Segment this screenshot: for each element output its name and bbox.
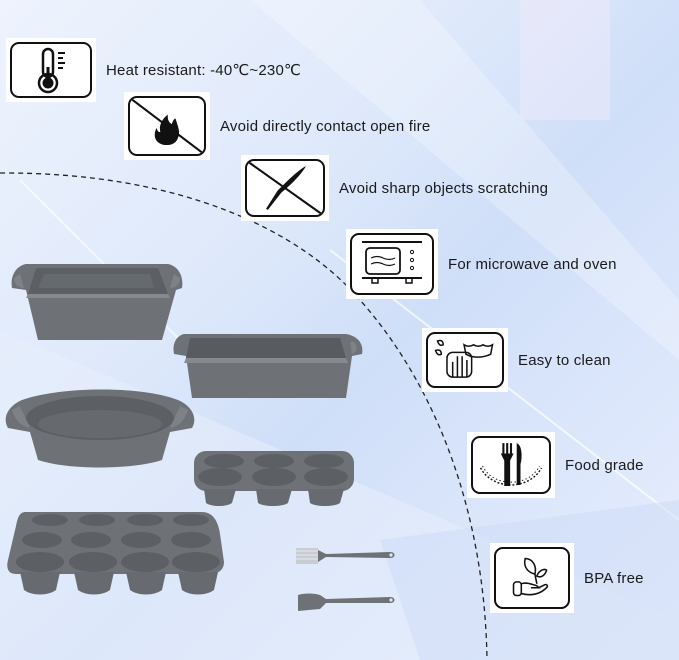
microwave-icon (350, 233, 434, 295)
hand-wash-icon (426, 332, 504, 388)
6-cup-muffin-pan (194, 451, 354, 506)
feature-label: Avoid sharp objects scratching (339, 179, 549, 197)
feature-label: Heat resistant: -40℃~230℃ (106, 62, 302, 79)
feature-open-fire: Avoid directly contact open fire (124, 92, 430, 160)
thermometer-icon (10, 42, 92, 98)
feature-heat-resistant: Heat resistant: -40℃~230℃ (6, 38, 301, 102)
square-cake-pan (11, 264, 183, 340)
feature-label: Avoid directly contact open fire (220, 117, 431, 135)
loaf-pan (173, 334, 363, 398)
spatula (298, 593, 395, 611)
feature-label: BPA free (584, 569, 644, 587)
feature-label: Food grade (565, 456, 644, 474)
feature-bpa-free: BPA free (490, 543, 644, 613)
no-fire-icon (128, 96, 206, 156)
plant-hand-icon (494, 547, 570, 609)
12-cup-muffin-pan (7, 512, 224, 595)
round-cake-pan (5, 389, 195, 468)
feature-easy-clean: Easy to clean (422, 328, 611, 392)
pastry-brush (296, 548, 395, 564)
feature-microwave-oven: For microwave and oven (346, 229, 617, 299)
feature-label: Easy to clean (518, 351, 611, 369)
no-knife-icon (245, 159, 325, 217)
feature-label: For microwave and oven (448, 255, 617, 273)
fork-knife-icon (471, 436, 551, 494)
feature-sharp-objects: Avoid sharp objects scratching (241, 155, 548, 221)
feature-food-grade: Food grade (467, 432, 644, 498)
